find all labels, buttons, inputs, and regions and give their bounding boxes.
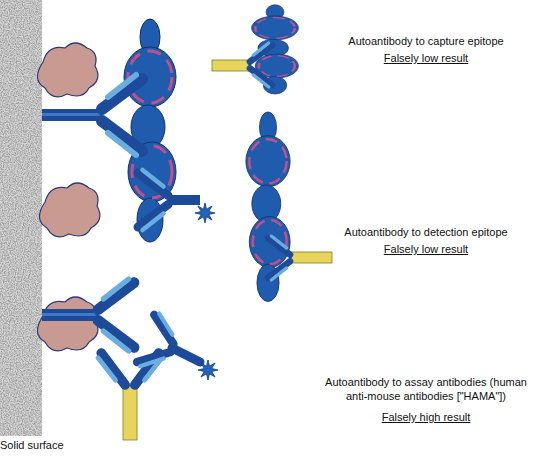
surface-protein [37, 297, 97, 351]
interference-label: Autoantibody to capture epitope [311, 34, 538, 48]
capture-antibody-arms [98, 279, 134, 351]
signal-label [198, 360, 218, 380]
detection-antibody-stem [168, 195, 200, 205]
detection-antibody-arms [136, 312, 181, 374]
capture-antibody-stripe [42, 313, 98, 316]
solid-surface [0, 0, 42, 436]
result-label: Falsely high result [311, 410, 538, 424]
capture-antibody-stripe [42, 113, 102, 116]
detection-antibody-arms [138, 170, 168, 230]
capture-antibody-stem [42, 109, 102, 121]
interference-label: Autoantibody to detection epitope [311, 225, 538, 239]
analyte-molecule [246, 112, 290, 302]
surface-label: Solid surface [0, 438, 120, 452]
signal-label [195, 203, 215, 223]
interference-label: Autoantibody to assay antibodies (human … [324, 375, 528, 403]
autoantibody-arms [268, 236, 290, 280]
capture-antibody-arms [102, 75, 142, 155]
hama-stem [123, 385, 137, 440]
surface-texture [0, 0, 42, 436]
surface-protein [39, 183, 99, 237]
detection-antibody-stem [172, 348, 200, 362]
capture-antibody-stem [42, 309, 98, 321]
surface-protein [37, 43, 97, 97]
result-label: Falsely low result [311, 242, 538, 256]
analyte-molecule [124, 19, 176, 242]
result-label: Falsely low result [311, 51, 538, 65]
autoantibody-stem [290, 252, 332, 263]
autoantibody-arms [250, 43, 272, 87]
autoantibody-stem [212, 60, 250, 71]
